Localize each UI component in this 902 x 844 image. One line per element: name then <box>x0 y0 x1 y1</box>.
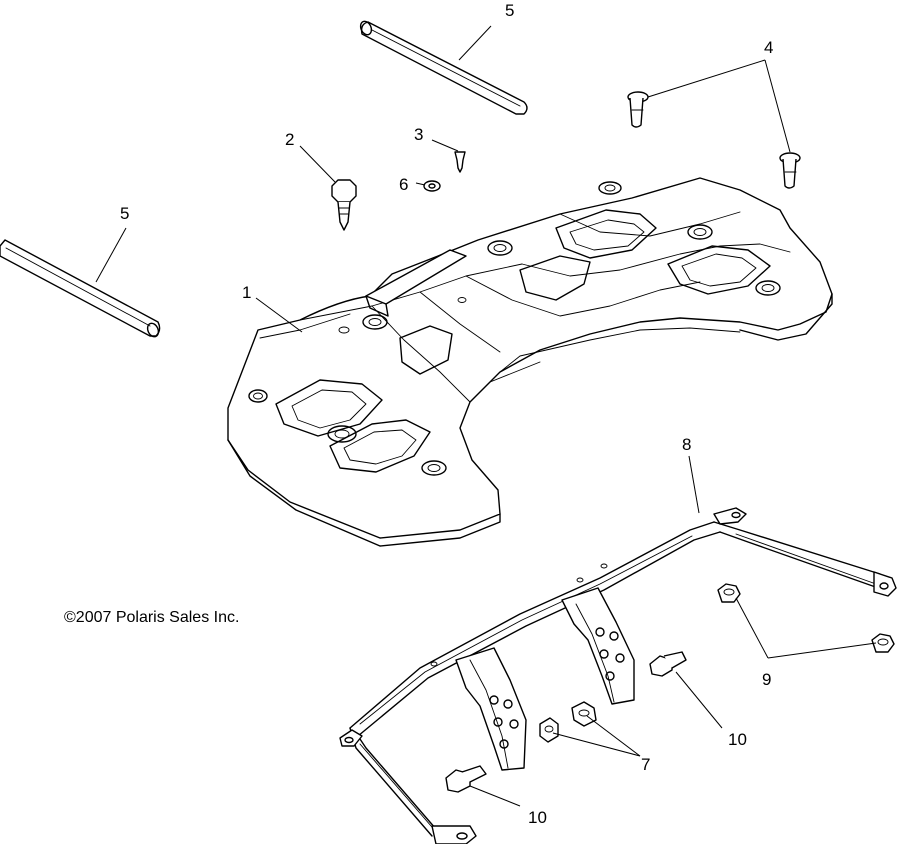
rack-hole <box>248 389 268 403</box>
bolt-10-upper <box>649 651 687 677</box>
callout-10-upper: 10 <box>728 730 747 749</box>
bolt-4-lower <box>779 152 801 189</box>
frame-8 <box>339 507 897 844</box>
callouts: 1 2 3 4 5 5 6 7 8 9 10 10 <box>120 1 773 827</box>
callout-9: 9 <box>762 670 771 689</box>
callout-6: 6 <box>399 175 408 194</box>
callout-7: 7 <box>641 755 650 774</box>
nut-9-upper <box>717 583 741 603</box>
callout-4: 4 <box>764 38 773 57</box>
rack-hole <box>598 181 622 195</box>
rack-hole <box>421 460 447 476</box>
leader-lines <box>95 25 877 807</box>
nut-7-left <box>539 717 559 743</box>
rack-hole <box>327 425 357 443</box>
rack-hole <box>362 314 388 330</box>
bolt-10-lower <box>445 765 487 793</box>
callout-5-upper: 5 <box>505 1 514 20</box>
callout-1: 1 <box>242 283 251 302</box>
rack-hole <box>687 224 713 240</box>
callout-5-left: 5 <box>120 204 129 223</box>
rack-1 <box>227 177 833 547</box>
callout-8: 8 <box>682 435 691 454</box>
rod-left <box>0 239 161 338</box>
callout-3: 3 <box>414 125 423 144</box>
screw-2 <box>331 179 357 231</box>
rod-upper <box>359 20 528 115</box>
callout-2: 2 <box>285 130 294 149</box>
copyright-text: ©2007 Polaris Sales Inc. <box>64 609 239 626</box>
washer-6 <box>423 180 441 192</box>
callout-10-lower: 10 <box>528 808 547 827</box>
screw-3 <box>454 151 466 173</box>
rack-hole <box>755 280 781 296</box>
rack-hole <box>487 240 513 256</box>
nut-7-right <box>571 701 597 727</box>
bolt-4-upper <box>627 91 649 128</box>
nut-9-lower <box>871 633 895 653</box>
